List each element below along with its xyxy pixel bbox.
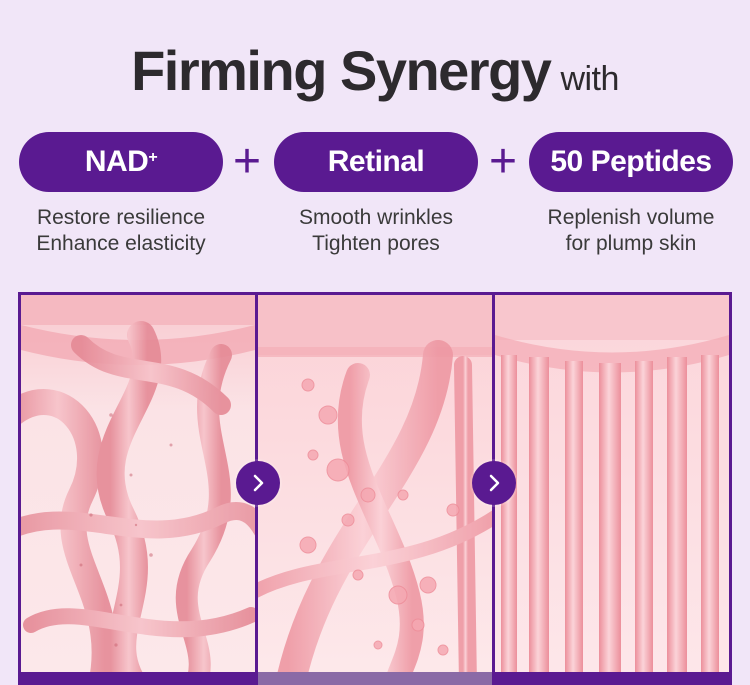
ingredient-description-nad: Restore resilience Enhance elasticity (11, 205, 231, 257)
panel-caption (21, 672, 255, 685)
ingredient-superscript: + (148, 149, 158, 166)
tangled-collagen-image (21, 295, 255, 685)
ingredient-description-peptides: Replenish volume for plump skin (521, 205, 741, 257)
title-suffix: with (560, 60, 619, 98)
panel-revitalized-collagen (495, 295, 729, 685)
description-line: for plump skin (565, 232, 697, 255)
aligned-collagen-image (495, 295, 729, 685)
ingredient-pill-nad: NAD+ (19, 132, 223, 192)
ingredient-pill-retinal: Retinal (274, 132, 478, 192)
chevron-right-icon (253, 474, 264, 492)
bubbling-collagen-image (258, 295, 492, 685)
ingredient-name: NAD (84, 145, 149, 178)
panel-nad-peptides (258, 295, 492, 685)
ingredient-description-retinal: Smooth wrinkles Tighten pores (266, 205, 486, 257)
plus-sign: + (232, 135, 262, 188)
plus-sign: + (488, 135, 518, 188)
description-line: Enhance elasticity (36, 232, 206, 255)
panel-caption (258, 672, 492, 685)
description-line: Tighten pores (312, 232, 440, 255)
ingredient-pill-peptides: 50 Peptides (529, 132, 733, 192)
panel-caption (495, 672, 729, 685)
ingredient-name: Retinal (327, 145, 425, 178)
panel-caption-strip (21, 672, 729, 685)
ingredient-name: 50 Peptides (550, 145, 712, 178)
chevron-right-icon (489, 474, 500, 492)
collagen-panels (18, 292, 732, 685)
description-line: Smooth wrinkles (298, 206, 454, 229)
next-arrow-button[interactable] (472, 461, 516, 505)
panel-aging-collagen (21, 295, 255, 685)
title-main: Firming Synergy (131, 39, 552, 102)
next-arrow-button[interactable] (236, 461, 280, 505)
description-line: Restore resilience (36, 206, 206, 229)
description-line: Replenish volume (547, 206, 715, 229)
